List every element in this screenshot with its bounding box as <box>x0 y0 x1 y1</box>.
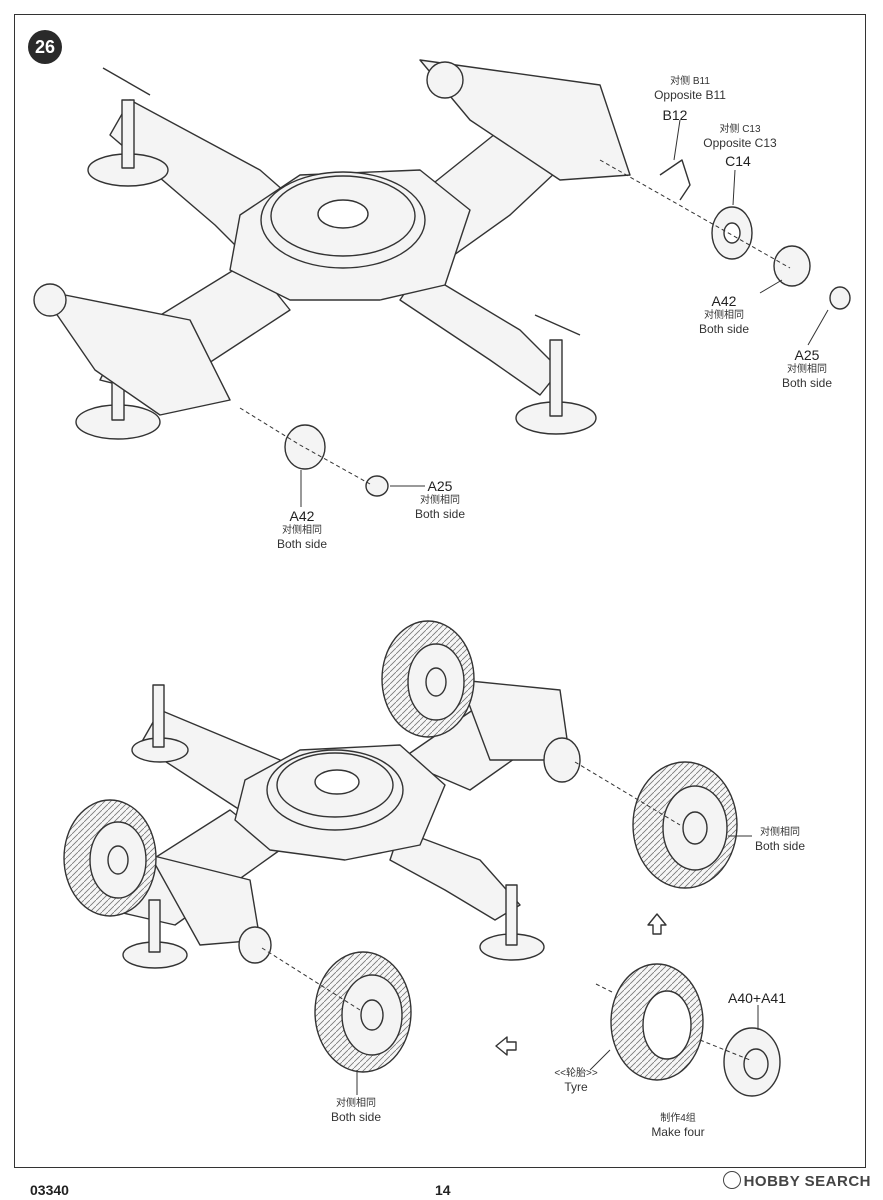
label-c14-part: C14 <box>725 153 751 169</box>
label-b11-en: Opposite B11 <box>654 88 726 102</box>
label-c13-cn: 对侧 C13 <box>719 124 761 135</box>
label-make-four: 制作4组 Make four <box>640 1113 716 1139</box>
label-c13: 对侧 C13 Opposite C13 <box>690 124 790 150</box>
label-make-four-cn: 制作4组 <box>660 1113 696 1124</box>
label-a42-right-en: Both side <box>698 321 750 336</box>
label-both-side-bottom-cn: 对侧相同 <box>336 1098 376 1109</box>
watermark-text: HOBBY SEARCH <box>743 1173 871 1190</box>
label-a25-left: A25 对侧相同 Both side <box>408 478 472 521</box>
label-both-side-right: 对侧相同 Both side <box>748 827 812 853</box>
page-frame <box>14 14 866 1168</box>
label-both-side-right-en: Both side <box>754 839 806 853</box>
label-a25-right-en: Both side <box>781 375 833 390</box>
label-a40-a41: A40+A41 <box>715 990 799 1007</box>
page-number: 14 <box>435 1182 451 1198</box>
label-both-side-bottom-en: Both side <box>330 1110 382 1124</box>
label-a42-left-en: Both side <box>276 536 328 551</box>
bottom-chassis <box>63 620 581 969</box>
label-a25-left-cn: 对侧相同 <box>420 494 460 506</box>
label-a42-right-cn: 对侧相同 <box>704 309 744 321</box>
label-a40-a41-part: A40+A41 <box>728 990 786 1006</box>
top-chassis <box>33 59 631 440</box>
label-a25-left-en: Both side <box>414 506 466 521</box>
label-a25-right-cn: 对侧相同 <box>787 363 827 375</box>
label-both-side-right-cn: 对侧相同 <box>760 827 800 838</box>
label-b11-cn: 对侧 B11 <box>670 76 710 87</box>
label-make-four-en: Make four <box>651 1125 705 1139</box>
label-a25-right-part: A25 <box>794 347 820 363</box>
label-tyre-cn: <<轮胎>> <box>554 1068 598 1079</box>
label-a25-left-part: A25 <box>427 478 453 494</box>
footer-code: 03340 <box>30 1182 69 1198</box>
label-tyre-en: Tyre <box>564 1080 588 1094</box>
label-b12-part: B12 <box>662 107 688 123</box>
label-a42-right: A42 对侧相同 Both side <box>692 293 756 336</box>
label-c13-en: Opposite C13 <box>703 136 777 150</box>
step-number: 26 <box>34 36 56 57</box>
label-a42-left: A42 对侧相同 Both side <box>270 508 334 551</box>
label-tyre: <<轮胎>> Tyre <box>546 1068 606 1094</box>
label-both-side-bottom: 对侧相同 Both side <box>324 1098 388 1124</box>
watermark-logo-icon <box>722 1171 741 1189</box>
top-exploded-parts <box>284 159 851 497</box>
label-a42-left-cn: 对侧相同 <box>282 524 322 536</box>
step-number-badge: 26 <box>28 30 62 64</box>
label-a42-left-part: A42 <box>289 508 315 524</box>
watermark: HOBBY SEARCH <box>722 1171 871 1190</box>
label-a42-right-part: A42 <box>711 293 737 309</box>
label-b11: 对侧 B11 Opposite B11 <box>640 76 740 102</box>
label-b12: B12 <box>655 107 695 124</box>
bottom-wheels <box>314 761 781 1097</box>
label-a25-right: A25 对侧相同 Both side <box>775 347 839 390</box>
label-c14: C14 <box>718 153 758 170</box>
